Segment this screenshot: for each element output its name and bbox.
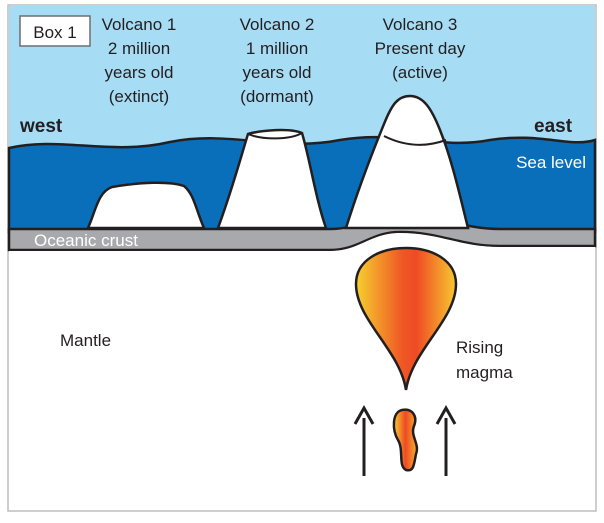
volcano-2-summit-line xyxy=(247,132,303,140)
volcano-1-age-line2: years old xyxy=(105,63,174,82)
volcano-3-label: Volcano 3 Present day (active) xyxy=(375,15,466,82)
volcano-2-shape xyxy=(216,128,328,230)
volcano-3-shape xyxy=(344,94,470,230)
magma-chamber xyxy=(354,246,458,391)
volcano-3-status: (active) xyxy=(392,63,448,82)
east-label: east xyxy=(534,116,573,137)
left-up-arrow xyxy=(353,404,375,476)
sky xyxy=(9,6,595,153)
rising-magma-blob xyxy=(392,408,419,472)
volcano-2-age-line2: years old xyxy=(243,63,312,82)
volcano-1-name: Volcano 1 xyxy=(102,15,177,34)
box-label: Box 1 xyxy=(33,23,76,42)
volcano-2-status: (dormant) xyxy=(240,87,314,106)
volcano-1-status: (extinct) xyxy=(109,87,169,106)
volcano-1-label: Volcano 1 2 million years old (extinct) xyxy=(102,15,177,106)
west-label: west xyxy=(19,116,63,137)
volcano-2-label: Volcano 2 1 million years old (dormant) xyxy=(240,15,315,106)
volcano-2-name: Volcano 2 xyxy=(240,15,315,34)
box-label-frame xyxy=(19,15,91,47)
volcano-2-age-line1: 1 million xyxy=(246,39,308,58)
right-up-arrow xyxy=(435,404,457,476)
volcano-3-name: Volcano 3 xyxy=(383,15,458,34)
volcano-3-age-line1: Present day xyxy=(375,39,466,58)
oceanic-crust-label: Oceanic crust xyxy=(34,231,138,250)
rising-magma-label-line1: Rising xyxy=(456,338,503,357)
volcano-1-shape xyxy=(86,181,206,230)
mantle-label: Mantle xyxy=(60,331,111,350)
volcano-3-waterline xyxy=(383,135,447,146)
sea-level-label: Sea level xyxy=(516,153,586,172)
rising-magma-label-line2: magma xyxy=(456,363,513,382)
volcano-1-age-line1: 2 million xyxy=(108,39,170,58)
